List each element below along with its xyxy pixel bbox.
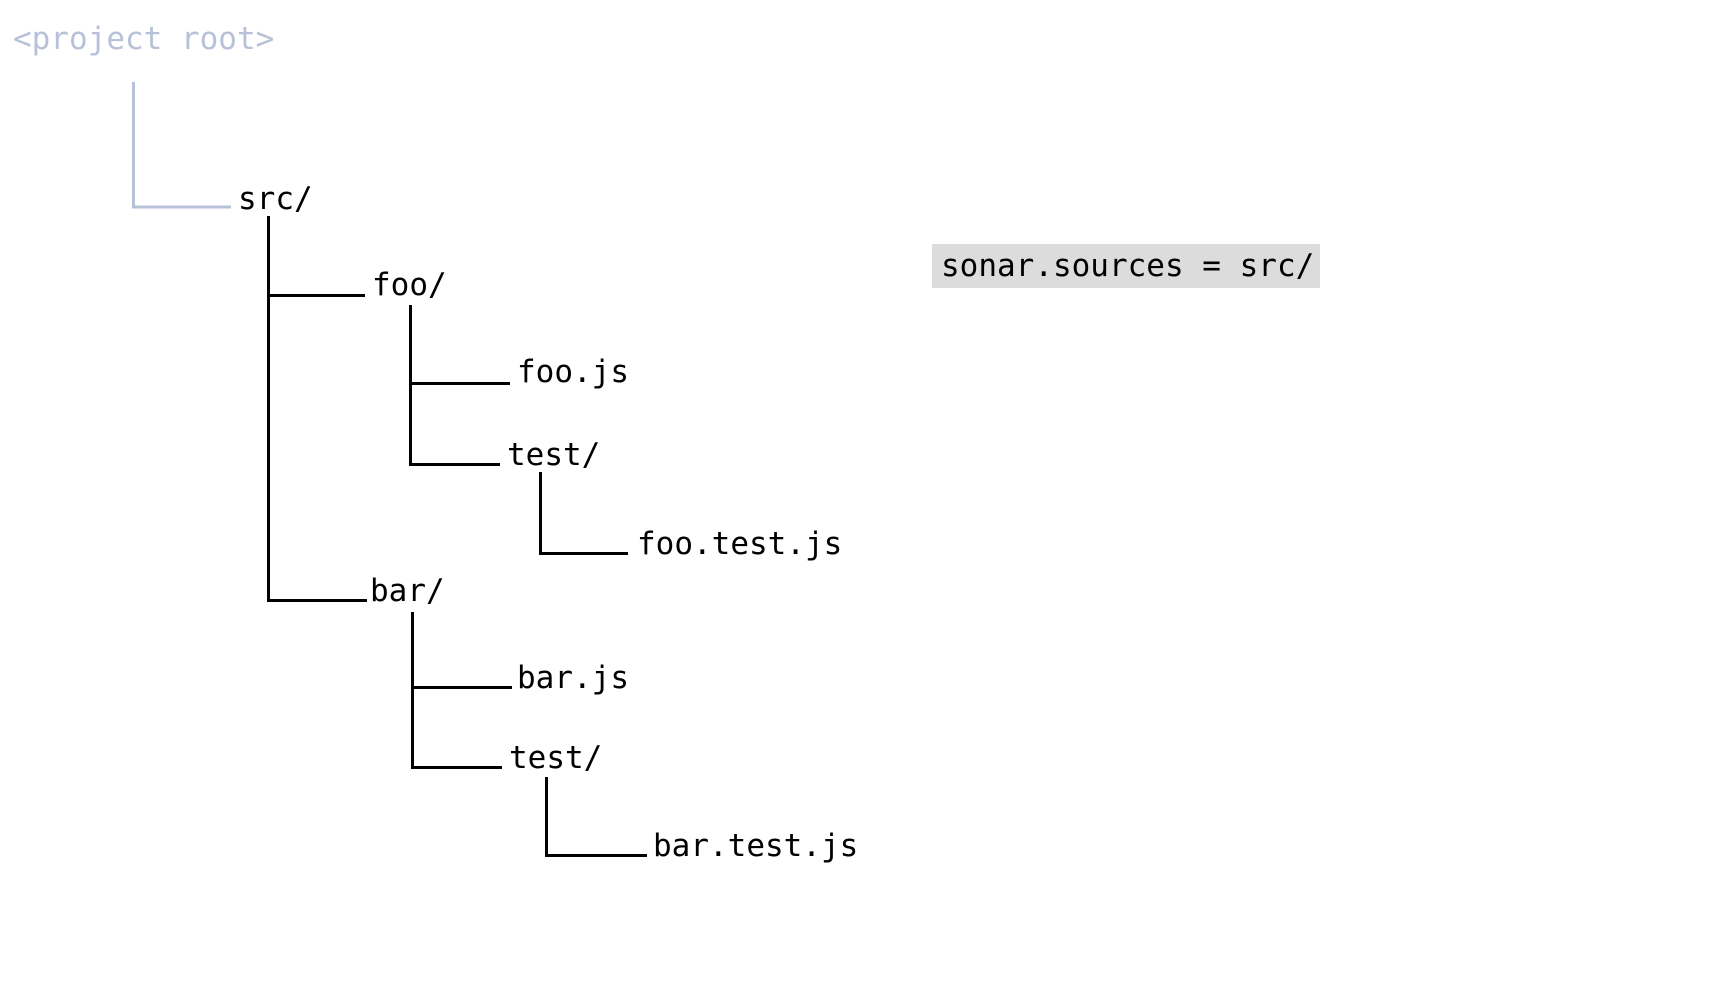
sonar-sources-annotation: sonar.sources = src/ xyxy=(932,244,1321,288)
connector-bartest-trunk xyxy=(545,777,647,857)
connector-root-to-src xyxy=(132,82,231,209)
dir-foo-label: foo/ xyxy=(372,267,447,303)
dir-src-label: src/ xyxy=(238,181,313,217)
connector-foo-trunk xyxy=(409,305,500,466)
file-foo-js-label: foo.js xyxy=(517,354,629,390)
file-foo-test-js-label: foo.test.js xyxy=(637,526,843,562)
dir-foo-test-label: test/ xyxy=(507,437,601,473)
connector-bar-trunk xyxy=(411,612,502,769)
file-bar-js-label: bar.js xyxy=(517,660,629,696)
dir-bar-test-label: test/ xyxy=(509,740,603,776)
project-root-label: <project root> xyxy=(13,21,275,57)
connector-src-trunk xyxy=(267,216,367,602)
dir-bar-label: bar/ xyxy=(370,573,445,609)
file-bar-test-js-label: bar.test.js xyxy=(653,828,859,864)
connector-footest-trunk xyxy=(539,472,628,555)
